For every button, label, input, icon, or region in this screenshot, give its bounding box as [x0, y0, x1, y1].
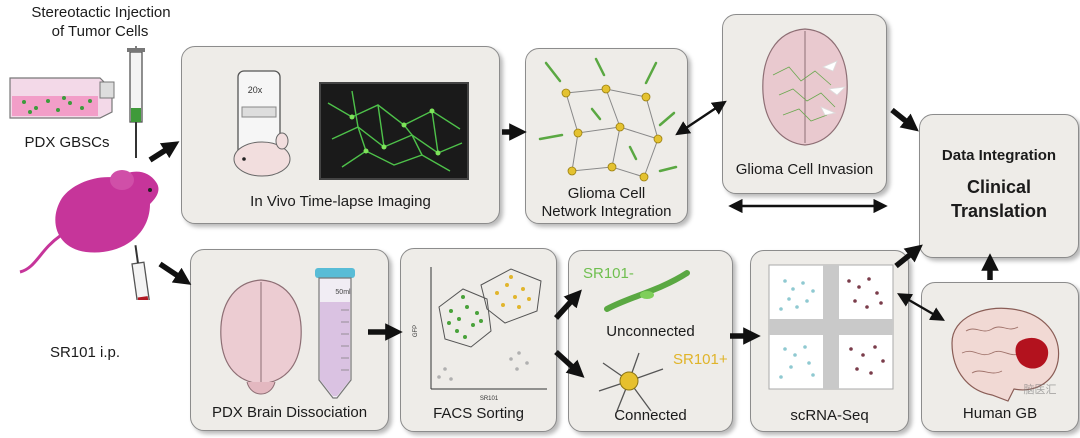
- imaging-panel: 20x In Vivo Time-lapse Imaging: [181, 46, 500, 224]
- facs-x-label: SR101: [480, 396, 499, 402]
- brain-icon: [762, 28, 848, 146]
- scrnaseq-panel: scRNA-Seq: [750, 250, 909, 432]
- human-gb-panel: Human GB 脑医汇: [921, 282, 1079, 432]
- unconnected-label: Unconnected: [606, 323, 695, 340]
- clinical-label-line1: Clinical: [966, 177, 1032, 197]
- invasion-label: Glioma Cell Invasion: [735, 161, 874, 178]
- data-integration-label: Data Integration: [941, 147, 1057, 164]
- facs-label: FACS Sorting: [433, 405, 524, 422]
- network-label-line2: Network Integration: [541, 203, 672, 220]
- scrnaseq-plot-icon: [768, 264, 894, 390]
- arrow-invasion-to-integration: [890, 107, 919, 132]
- pdx-gbscs-label: PDX GBSCs: [24, 134, 110, 151]
- injection-title-line2: of Tumor Cells: [51, 23, 149, 40]
- culture-flask-icon: [9, 77, 115, 119]
- microscope-magnification: 20x: [248, 85, 263, 95]
- neuron-network-icon: [538, 57, 678, 182]
- left-illustrations: [9, 46, 159, 300]
- mouse-icon: [19, 170, 159, 274]
- neuron-icon-unconnected: [604, 270, 690, 312]
- imaging-label: In Vivo Time-lapse Imaging: [250, 193, 431, 210]
- monitor-icon: [319, 82, 469, 180]
- sr101-ip-label: SR101 i.p.: [49, 344, 121, 361]
- syringe-icon-sr101: [131, 245, 156, 300]
- syringe-icon: [127, 46, 145, 158]
- clinical-label-line2: Translation: [950, 201, 1048, 221]
- human-gb-label: Human GB: [962, 405, 1038, 422]
- connected-label: Connected: [614, 407, 687, 424]
- human-brain-icon: [951, 307, 1060, 402]
- neuron-icon: [598, 352, 664, 412]
- sr101-positive-label: SR101+: [673, 351, 728, 368]
- dissociation-label: PDX Brain Dissociation: [211, 404, 368, 421]
- facs-y-label: GFP: [413, 325, 419, 337]
- injection-title-line1: Stereotactic Injection: [31, 4, 171, 21]
- brain-icon-pdx: [220, 279, 302, 395]
- watermark: 脑医汇: [1023, 384, 1057, 396]
- network-panel: Glioma Cell Network Integration: [525, 48, 688, 224]
- connectivity-panel: SR101- Unconnected SR101+ Connected: [568, 250, 733, 432]
- mouse-head-icon: [233, 132, 291, 177]
- scrnaseq-label: scRNA-Seq: [790, 407, 869, 424]
- sr101-negative-label: SR101-: [583, 265, 634, 282]
- dissociation-panel: 50ml PDX Brain Dissociation: [190, 249, 389, 431]
- tube-volume-label: 50ml: [335, 289, 351, 296]
- network-label-line1: Glioma Cell: [567, 185, 646, 202]
- invasion-panel: Glioma Cell Invasion: [722, 14, 887, 194]
- tube-icon: [315, 268, 355, 399]
- integration-panel: Data Integration Clinical Translation: [919, 114, 1079, 258]
- scatter-plot-icon: [430, 267, 547, 390]
- facs-panel: SR101 GFP FACS Sorting: [400, 248, 557, 432]
